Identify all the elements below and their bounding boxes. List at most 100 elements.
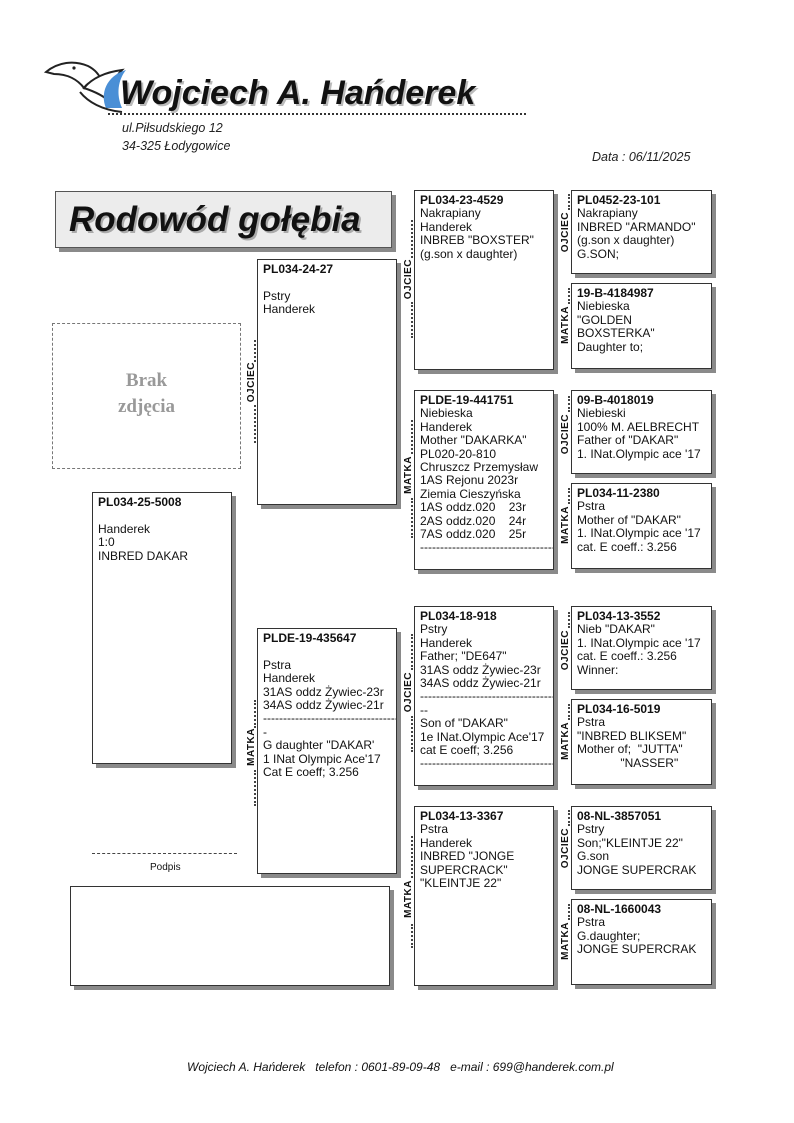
header-underline	[108, 113, 526, 115]
dam-line: 1 INat Olympic Ace'17	[263, 751, 381, 766]
dam-sire-line: -----------------------------------	[420, 689, 554, 704]
ssd-line: Niebieska	[577, 299, 630, 314]
dss-card: PL034-13-3552 Nieb "DAKAR" 1. INat.Olymp…	[571, 606, 712, 690]
dds-line: JONGE SUPERCRAK	[577, 862, 697, 877]
sd-connector-top	[411, 420, 413, 454]
ddd-line: G.daughter;	[577, 928, 641, 943]
dam-ring-id: PLDE-19-435647	[263, 631, 357, 645]
ssd-line: BOXSTERKA"	[577, 326, 655, 341]
sss-line: (g.son x daughter)	[577, 233, 675, 248]
dsd-card: PL034-16-5019 Pstra "INBRED BLIKSEM" Mot…	[571, 699, 712, 785]
dam-dam-line: SUPERCRACK"	[420, 862, 508, 877]
dds-connector	[568, 810, 570, 826]
notes-box[interactable]	[70, 886, 390, 986]
ss-sire-label: OJCIEC	[403, 259, 414, 300]
dam-line: 31AS oddz Żywiec-23r	[263, 684, 384, 699]
dam-sire-line: 34AS oddz Żywiec-21r	[420, 676, 541, 691]
dam-dam-line: Handerek	[420, 835, 473, 850]
sire-dam-line: PL020-20-810	[420, 446, 497, 461]
sd-dam-label: MATKA	[403, 456, 414, 494]
sire-dam-line: Handerek	[420, 419, 473, 434]
sdd-line: 1. INat.Olympic ace '17	[577, 526, 701, 541]
sds-line: 100% M. AELBRECHT	[577, 419, 700, 434]
dds-line: Son;"KLEINTJE 22"	[577, 835, 683, 850]
dam-card: PLDE-19-435647 Pstra Handerek 31AS oddz …	[257, 628, 397, 874]
sds-line: Niebieski	[577, 406, 626, 421]
dsd-dam-label: MATKA	[560, 722, 571, 760]
dam-line: -	[263, 724, 267, 739]
dds-sire-label: OJCIEC	[560, 828, 571, 869]
sdd-line: Mother of "DAKAR"	[577, 512, 681, 527]
dds-line: G.son	[577, 849, 610, 864]
subject-line: Handerek	[98, 521, 151, 536]
subject-ring-id: PL034-25-5008	[98, 495, 182, 509]
dam-dam-line: "KLEINTJE 22"	[420, 876, 502, 891]
pedigree-date: Data : 06/11/2025	[592, 150, 691, 164]
dd-connector-top	[411, 836, 413, 878]
sire-dam-line: Ziemia Cieszyńska	[420, 486, 521, 501]
sss-line: Nakrapiany	[577, 206, 638, 221]
ssd-line: "GOLDEN	[577, 312, 632, 327]
dss-connector	[568, 612, 570, 628]
ds-connector-top	[411, 634, 413, 670]
ssd-card: 19-B-4184987 Niebieska "GOLDEN BOXSTERKA…	[571, 283, 712, 369]
photo-placeholder: Brak zdjęcia	[52, 323, 241, 469]
sds-connector	[568, 396, 570, 412]
dam-line: G daughter "DAKAR'	[263, 738, 375, 753]
dam-sire-line: -----------------------------------	[420, 756, 554, 771]
sire-sire-line: (g.son x daughter)	[420, 246, 518, 261]
photo-text-line1: Brak	[125, 370, 168, 391]
dam-sire-line: Father; "DE647"	[420, 649, 507, 664]
dss-sire-label: OJCIEC	[560, 630, 571, 671]
ssd-dam-label: MATKA	[560, 306, 571, 344]
sdd-line: Pstra	[577, 499, 606, 514]
sdd-card: PL034-11-2380 Pstra Mother of "DAKAR" 1.…	[571, 483, 712, 569]
sdd-line: cat. E coeff.: 3.256	[577, 539, 677, 554]
sire-dam-line: 1AS Rejonu 2023r	[420, 473, 519, 488]
sire-label: OJCIEC	[246, 362, 257, 403]
sire-dam-ring-id: PLDE-19-441751	[420, 393, 514, 407]
dss-line: Nieb "DAKAR"	[577, 622, 655, 637]
sire-dam-line: Niebieska	[420, 406, 473, 421]
sdd-dam-label: MATKA	[560, 506, 571, 544]
ddd-line: JONGE SUPERCRAK	[577, 942, 697, 957]
subject-line	[98, 509, 226, 522]
title-box: Rodowód gołębia	[55, 191, 392, 248]
ddd-card: 08-NL-1660043 Pstra G.daughter; JONGE SU…	[571, 899, 712, 985]
dss-line: Winner:	[577, 662, 619, 677]
page-title: Rodowód gołębia	[69, 200, 361, 239]
dam-line: Pstra	[263, 657, 292, 672]
sire-sire-line: Nakrapiany	[420, 206, 481, 221]
dss-line: 1. INat.Olympic ace '17	[577, 635, 701, 650]
dam-sire-line: Handerek	[420, 635, 473, 650]
ddd-dam-label: MATKA	[560, 922, 571, 960]
photo-text-line2: zdjęcia	[118, 396, 175, 417]
sds-line: 1. INat.Olympic ace '17	[577, 446, 701, 461]
sire-dam-line: Mother "DAKARKA"	[420, 433, 527, 448]
subject-line: 1:0	[98, 535, 115, 550]
sire-sire-ring-id: PL034-23-4529	[420, 193, 504, 207]
signature-line	[92, 853, 237, 854]
dam-dam-ring-id: PL034-13-3367	[420, 809, 504, 823]
dam-sire-line: Son of "DAKAR"	[420, 716, 508, 731]
sire-card: PL034-24-27 Pstry Handerek	[257, 259, 397, 505]
dd-connector-bottom	[411, 924, 413, 948]
dsd-connector	[568, 704, 570, 720]
ss-connector-bottom	[411, 302, 413, 338]
dam-sire-ring-id: PL034-18-918	[420, 609, 497, 623]
dsd-ring-id: PL034-16-5019	[577, 702, 661, 716]
ddd-ring-id: 08-NL-1660043	[577, 902, 662, 916]
footer-email: e-mail : 699@handerek.com.pl	[450, 1060, 614, 1074]
dsd-line: "NASSER"	[577, 755, 679, 770]
sire-dam-line: -----------------------------------	[420, 540, 554, 555]
sire-line: Pstry	[263, 288, 291, 303]
dam-label: MATKA	[246, 728, 257, 766]
sire-dam-card: PLDE-19-441751 Niebieska Handerek Mother…	[414, 390, 554, 570]
footer: Wojciech A. Hańderek telefon : 0601-89-0…	[0, 1046, 794, 1074]
ss-connector-top	[411, 220, 413, 258]
signature-label: Podpis	[150, 862, 181, 873]
sire-dam-line: 1AS oddz.020 23r	[420, 500, 527, 515]
sdd-connector	[568, 488, 570, 504]
dam-sire-line: 31AS oddz Żywiec-23r	[420, 662, 541, 677]
dam-sire-line: --	[420, 702, 428, 717]
